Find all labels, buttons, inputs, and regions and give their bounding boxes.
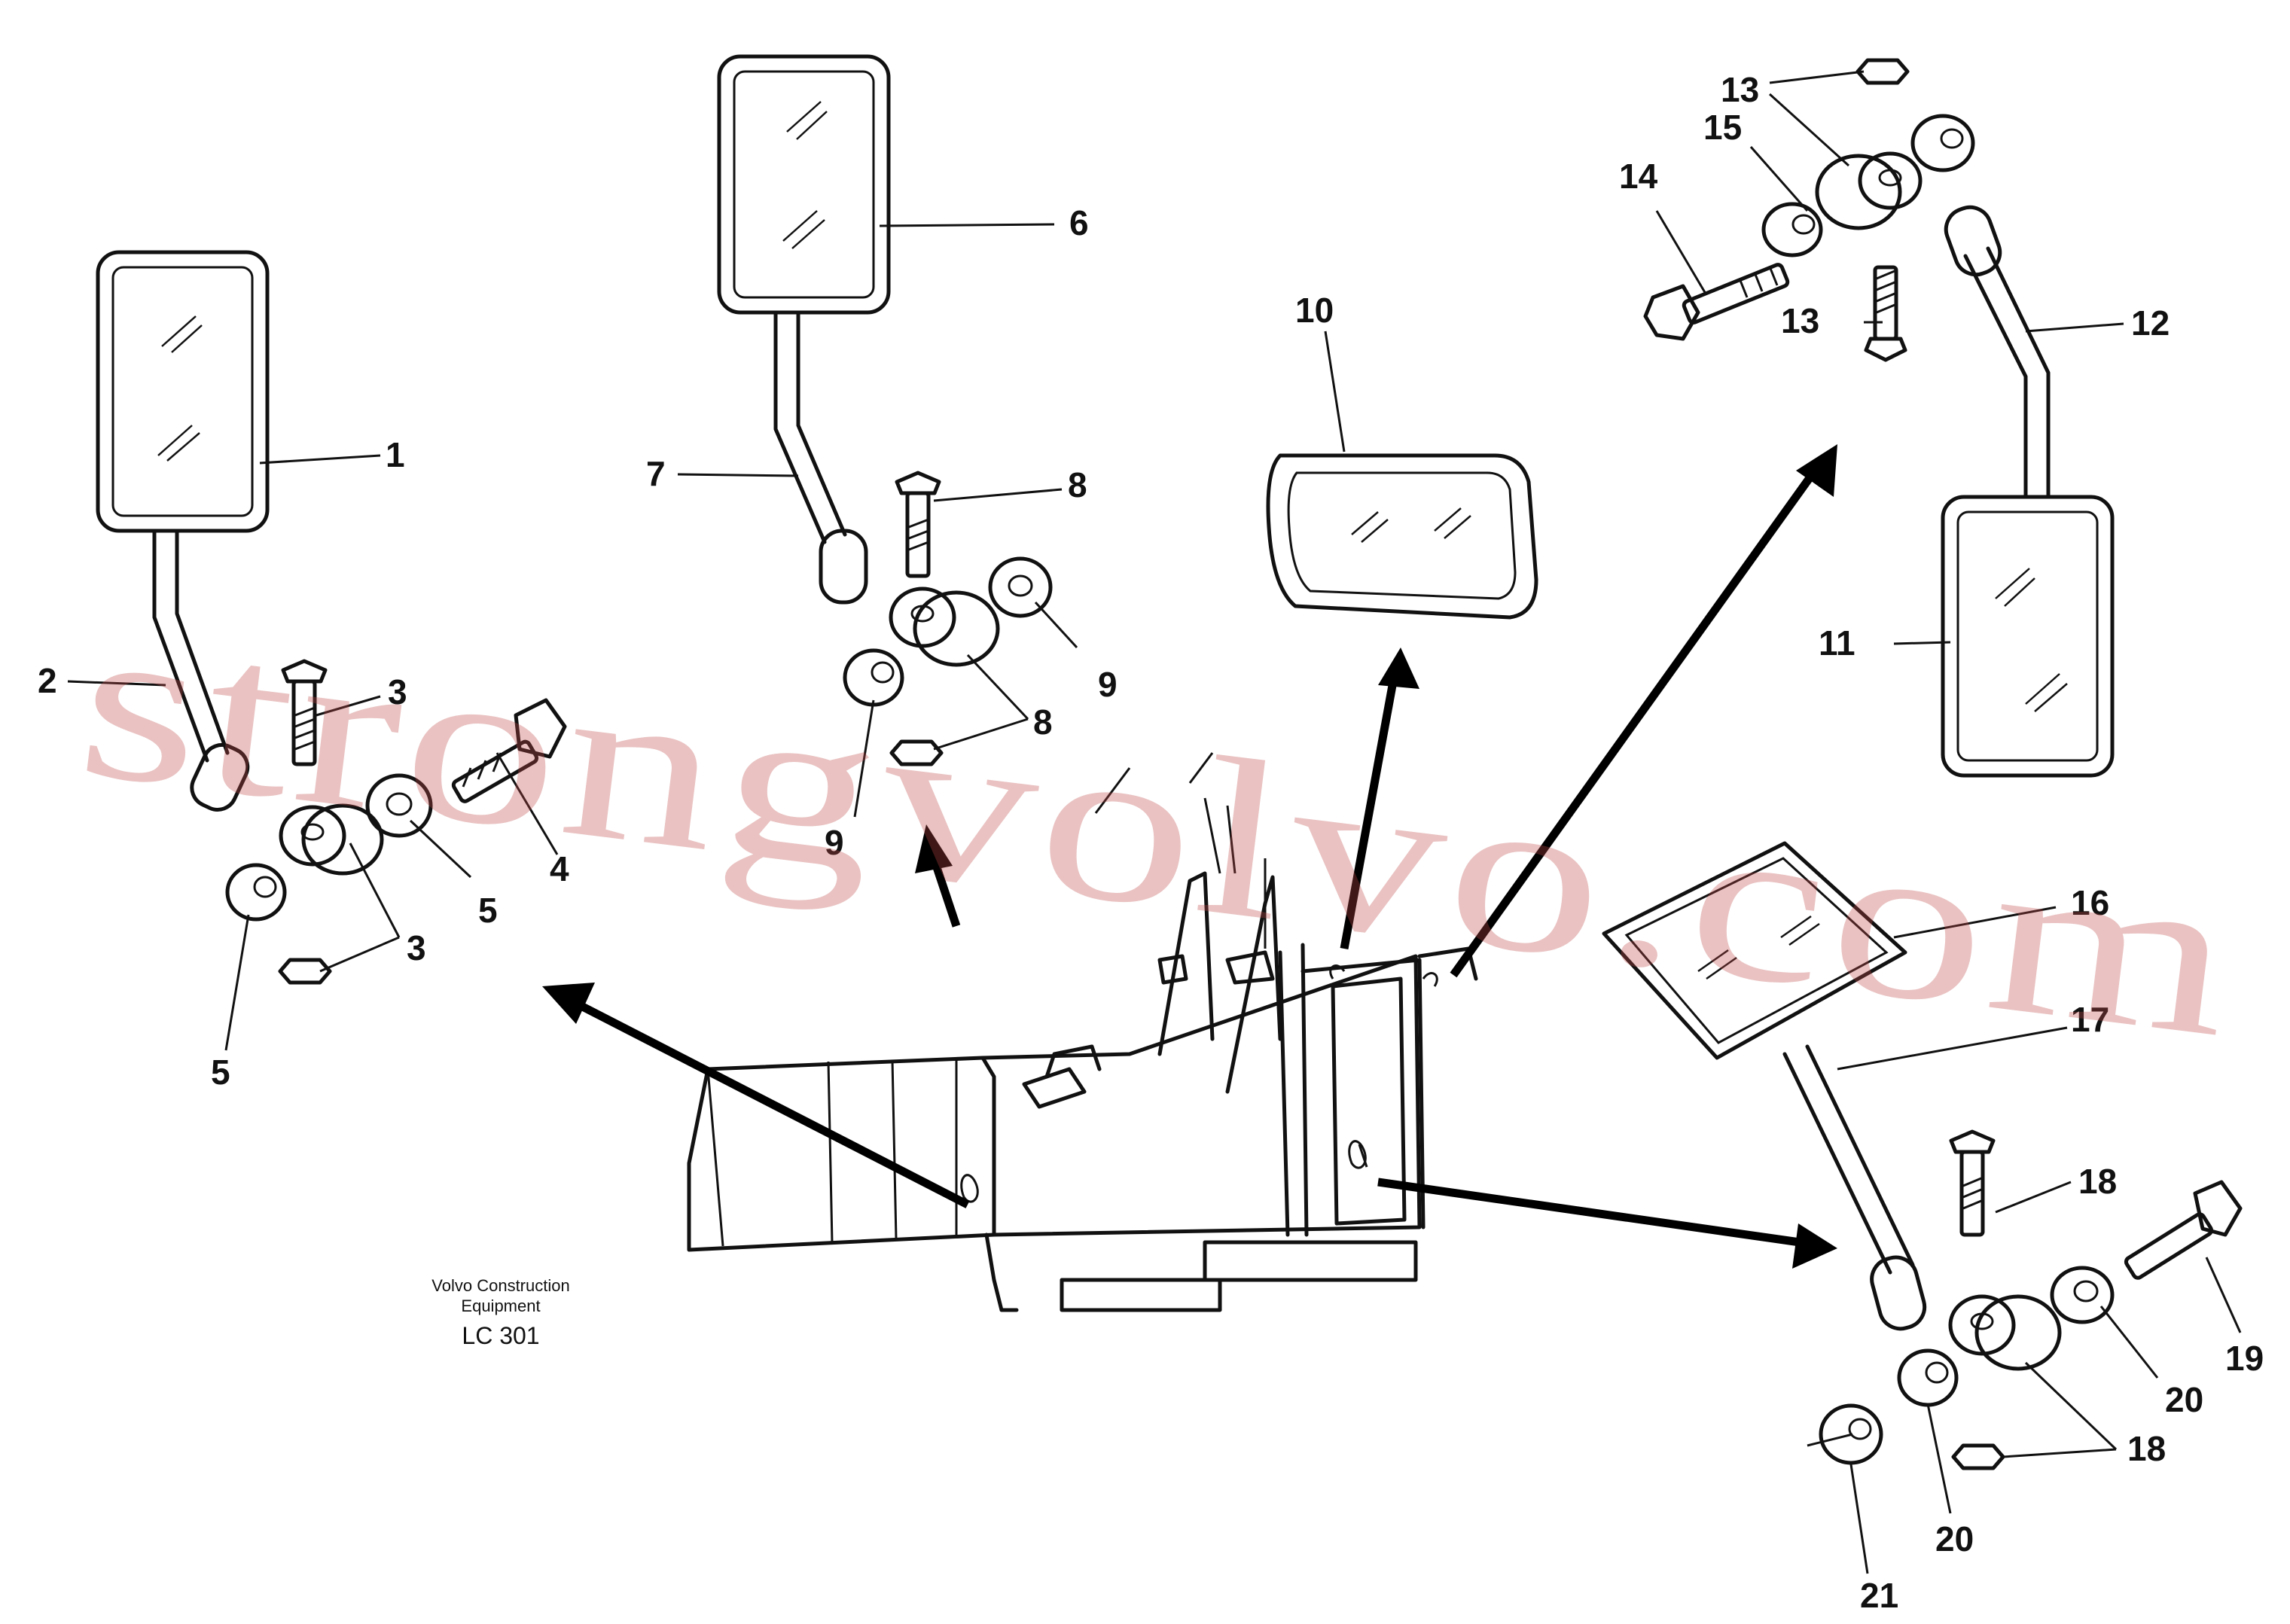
callout-7: 7: [646, 454, 666, 493]
arrow-to-centre-mirror: [915, 824, 961, 928]
clamp-group-right-top: [1643, 58, 1975, 362]
callout-2: 2: [38, 661, 57, 700]
mirror-arm-17: [1782, 1044, 1927, 1331]
callout-5: 5: [211, 1053, 230, 1092]
callout-16: 16: [2071, 883, 2109, 922]
callout-18: 18: [2078, 1162, 2117, 1201]
credit-block: Volvo Construction Equipment LC 301: [431, 1276, 569, 1349]
arrow-to-left-mirror: [542, 983, 970, 1208]
callout-21: 21: [1860, 1576, 1898, 1615]
callout-8: 8: [1068, 465, 1087, 504]
mirror-arm-2: [152, 529, 250, 812]
callout-13: 13: [1781, 301, 1819, 340]
callout-3: 3: [407, 928, 426, 967]
callout-18: 18: [2127, 1429, 2166, 1468]
drawing-code: LC 301: [462, 1322, 539, 1349]
callout-12: 12: [2131, 303, 2170, 343]
callout-8: 8: [1033, 702, 1053, 742]
mirror-10: [1266, 453, 1538, 620]
callout-5: 5: [478, 891, 498, 930]
mirror-11: [1941, 495, 2115, 778]
callout-19: 19: [2225, 1339, 2264, 1378]
callout-14: 14: [1619, 157, 1658, 196]
mirror-6: [717, 54, 891, 315]
callout-20: 20: [2165, 1380, 2203, 1419]
arrow-to-lower-right-mirror: [1377, 1178, 1837, 1269]
callout-1: 1: [386, 435, 405, 474]
watermark: strongvolvo.com: [68, 572, 2251, 1085]
arrow-to-right-mirror: [1450, 444, 1837, 978]
callout-11: 11: [1819, 623, 1855, 663]
clamp-group-left: [225, 659, 567, 985]
callout-6: 6: [1069, 203, 1089, 242]
callout-20: 20: [1935, 1519, 1974, 1558]
callout-17: 17: [2071, 1000, 2109, 1039]
callout-4: 4: [550, 849, 569, 888]
callout-9: 9: [1098, 665, 1118, 704]
mirror-arm-7: [773, 310, 868, 605]
mirror-arm-12: [1944, 205, 2051, 499]
arrow-to-front-mirror: [1340, 647, 1419, 949]
credit-division: Equipment: [461, 1296, 540, 1315]
clamp-group-centre: [843, 471, 1053, 766]
callout-15: 15: [1703, 108, 1742, 147]
callout-10: 10: [1295, 291, 1334, 330]
credit-company: Volvo Construction: [431, 1276, 569, 1295]
callout-13: 13: [1721, 70, 1759, 109]
callout-9: 9: [825, 823, 844, 862]
leader-lines: [67, 70, 2242, 1574]
clamp-group-right-bottom: [1819, 1129, 2243, 1470]
mirror-1: [96, 250, 270, 533]
callout-labels: 1 2 3 4 5 3 5 6 7 8 9 8 9 10 11 12 13 13…: [38, 70, 2264, 1615]
mirror-16: [1602, 841, 1907, 1060]
callout-3: 3: [388, 672, 407, 711]
